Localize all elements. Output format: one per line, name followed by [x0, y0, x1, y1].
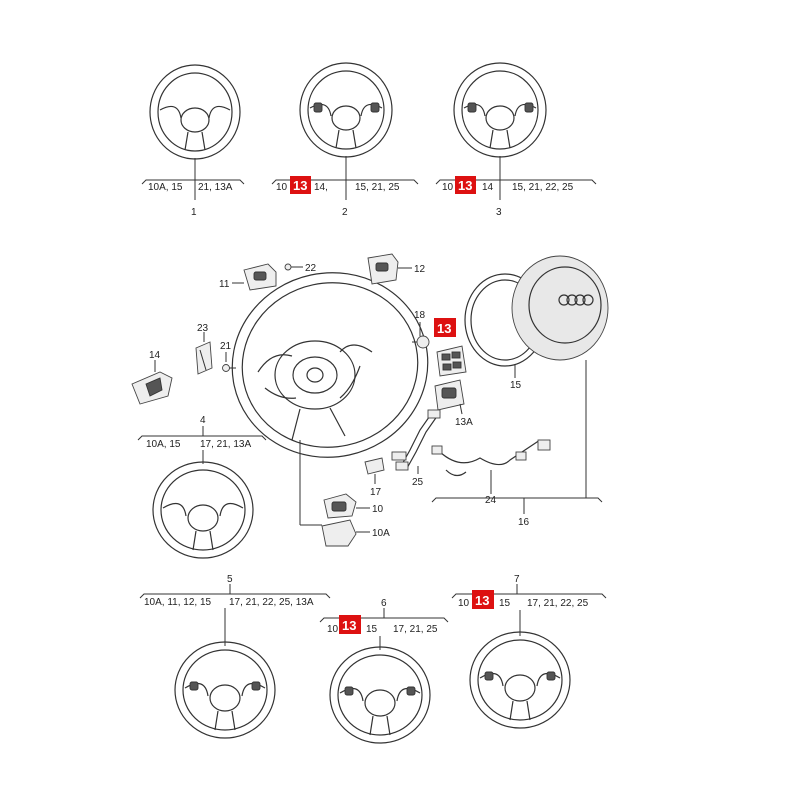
callout-13A: 13A [455, 417, 473, 428]
callout-11: 11 [219, 279, 230, 290]
variant-4-parts-a: 10A, 15 [146, 439, 181, 450]
variant-4: 4 10A, 15 17, 21, 13A [137, 415, 267, 559]
variant-7-parts-d: 17, 21, 22, 25 [527, 598, 589, 609]
variant-3-highlighted-part: 13 [458, 178, 472, 193]
switch-module-14 [131, 371, 173, 405]
variant-3: 10 13 14 15, 21, 22, 25 3 [435, 62, 597, 218]
variant-7-number: 7 [514, 574, 520, 585]
wiring-harness-25 [391, 409, 441, 471]
variant-2-highlighted-part: 13 [293, 178, 307, 193]
variant-3-parts-c: 14 [482, 182, 494, 193]
variant-2-number: 2 [342, 207, 348, 218]
steering-wheel-thumbnail [152, 461, 254, 559]
callout-10A: 10A [372, 528, 390, 539]
variant-2: 10 13 14, 15, 21, 25 2 [271, 62, 419, 218]
variant-7-parts-c: 15 [499, 598, 511, 609]
steering-wheel-thumbnail [329, 646, 431, 744]
audi-rings-logo [558, 294, 594, 306]
airbag-unit-15 [464, 255, 609, 367]
variant-2-parts-d: 15, 21, 25 [355, 182, 400, 193]
variant-3-parts-a: 10 [442, 182, 454, 193]
variant-4-number: 4 [200, 415, 206, 426]
variant-7-highlighted-part: 13 [475, 593, 489, 608]
cover-17 [364, 457, 385, 475]
switch-10A [321, 519, 357, 547]
switch-12 [367, 253, 399, 285]
variant-1-parts-b: 21, 13A [198, 182, 233, 193]
highlight-badge [339, 615, 361, 634]
variant-7: 7 10 13 15 17, 21, 22, 25 [451, 574, 607, 729]
bracket-23 [195, 341, 213, 375]
screw-21 [222, 364, 236, 372]
highlight-badge [455, 176, 476, 194]
switch-10 [323, 493, 357, 519]
variant-1: 10A, 15 21, 13A 1 [141, 64, 245, 218]
connector-18 [412, 335, 430, 349]
cable-24 [431, 439, 551, 477]
callout-14: 14 [149, 350, 161, 361]
callout-15: 15 [510, 380, 522, 391]
variant-6-parts-d: 17, 21, 25 [393, 624, 438, 635]
callout-12: 12 [414, 264, 426, 275]
switch-13 [436, 345, 467, 377]
variant-5-parts-b: 17, 21, 22, 25, 13A [229, 597, 314, 608]
callout-16: 16 [518, 517, 530, 528]
variant-6-parts-a: 10 [327, 624, 339, 635]
callout-22: 22 [305, 263, 317, 274]
highlight-badge [434, 318, 456, 337]
variant-6-parts-c: 15 [366, 624, 378, 635]
steering-wheel-thumbnail [174, 641, 276, 739]
variant-7-parts-a: 10 [458, 598, 470, 609]
variant-6-highlighted-part: 13 [342, 618, 356, 633]
variant-5-number: 5 [227, 574, 233, 585]
callout-17: 17 [370, 487, 382, 498]
callout-24: 24 [485, 495, 497, 506]
variant-2-parts-a: 10 [276, 182, 288, 193]
variant-3-parts-d: 15, 21, 22, 25 [512, 182, 574, 193]
variant-5: 5 10A, 11, 12, 15 17, 21, 22, 25, 13A [139, 574, 331, 739]
steering-wheel-thumbnail [453, 62, 547, 158]
variant-6: 6 10 13 15 17, 21, 25 [319, 598, 449, 744]
exploded-view: 22 11 12 23 21 [131, 253, 609, 547]
steering-wheel-thumbnail [469, 631, 571, 729]
switch-11 [243, 263, 277, 291]
callout-21: 21 [220, 341, 232, 352]
variant-6-number: 6 [381, 598, 387, 609]
callout-25: 25 [412, 477, 424, 488]
variant-3-number: 3 [496, 207, 502, 218]
variant-2-parts-c: 14, [314, 182, 328, 193]
callout-13-highlighted: 13 [437, 321, 451, 336]
callout-18: 18 [414, 310, 426, 321]
highlight-badge [472, 590, 494, 609]
switch-13A [434, 379, 465, 411]
steering-wheel-thumbnail [299, 62, 393, 158]
steering-wheel-thumbnail [149, 64, 241, 160]
highlight-badge [290, 176, 311, 194]
variant-5-parts-a: 10A, 11, 12, 15 [144, 597, 212, 608]
callout-10: 10 [372, 504, 384, 515]
variant-4-parts-b: 17, 21, 13A [200, 439, 251, 450]
callout-23: 23 [197, 323, 209, 334]
variant-1-number: 1 [191, 207, 197, 218]
variant-1-parts-a: 10A, 15 [148, 182, 183, 193]
